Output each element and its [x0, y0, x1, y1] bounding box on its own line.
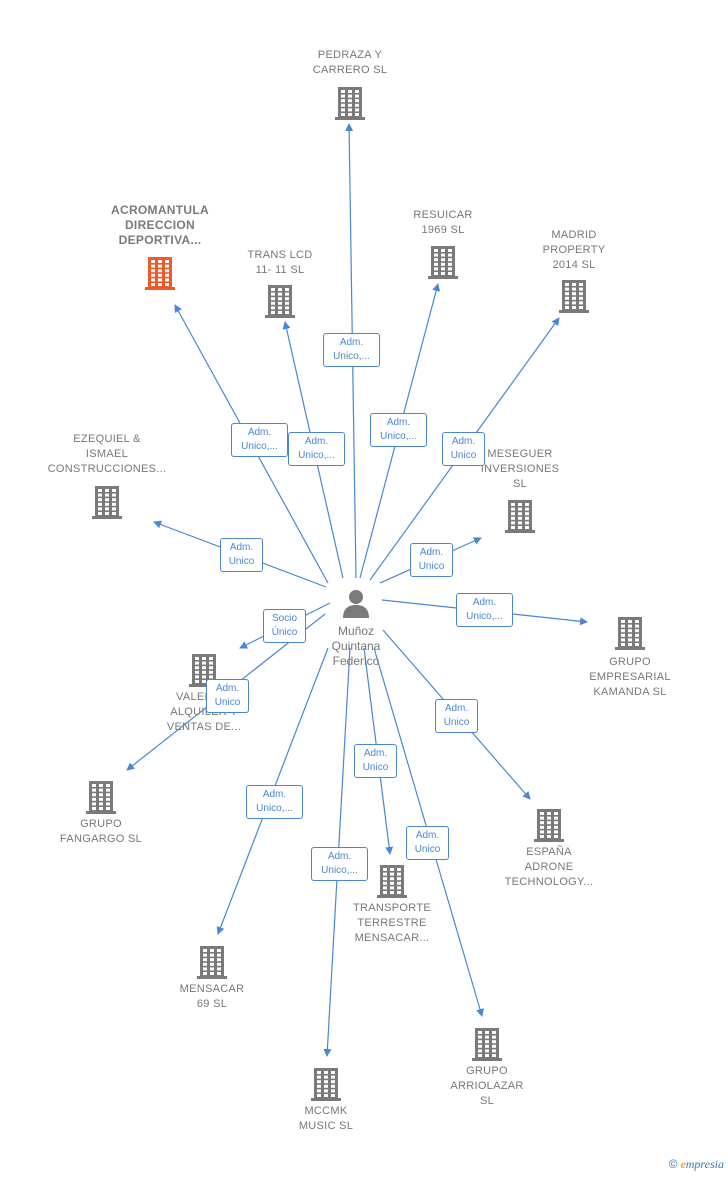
- building-icon: [334, 85, 366, 126]
- center-person-name: Muñoz Quintana Federico: [331, 624, 381, 668]
- copyright-symbol: ©: [668, 1157, 678, 1171]
- building-icon: [91, 484, 123, 525]
- role-badge-espana[interactable]: Adm.Unico: [435, 699, 478, 733]
- building-icon: [85, 779, 117, 820]
- role-badge-translcd[interactable]: Adm.Unico,...: [288, 432, 345, 466]
- role-badge-arriolazar[interactable]: Adm.Unico: [406, 826, 449, 860]
- building-icon: [504, 498, 536, 539]
- building-icon: [310, 1066, 342, 1107]
- role-badge-mensacar69[interactable]: Adm.Unico,...: [246, 785, 303, 819]
- role-badge-pedraza[interactable]: Adm.Unico,...: [323, 333, 380, 367]
- building-icon: [264, 283, 296, 324]
- building-icon: [614, 615, 646, 656]
- role-badge-kamanda[interactable]: Adm.Unico,...: [456, 593, 513, 627]
- building-icon: [558, 278, 590, 319]
- footer-brand[interactable]: © empresia: [669, 1157, 724, 1172]
- role-badge-madrid[interactable]: Adm.Unico: [442, 432, 485, 466]
- building-icon: [376, 863, 408, 904]
- brand-logo-text: mpresia: [685, 1157, 724, 1171]
- brand-logo-initial: e: [680, 1157, 686, 1171]
- role-badge-fangargo[interactable]: Adm.Unico: [206, 679, 249, 713]
- building-icon: [533, 807, 565, 848]
- building-icon: [427, 244, 459, 285]
- building-icon: [144, 255, 176, 296]
- role-badge-ezequiel[interactable]: Adm.Unico: [220, 538, 263, 572]
- role-badge-resuicar[interactable]: Adm.Unico,...: [370, 413, 427, 447]
- role-badge-mccmk[interactable]: Adm.Unico,...: [311, 847, 368, 881]
- building-icon: [196, 944, 228, 985]
- building-icon: [471, 1026, 503, 1067]
- role-badge-transporte[interactable]: Adm.Unico: [354, 744, 397, 778]
- role-badge-meseguer[interactable]: Adm.Unico: [410, 543, 453, 577]
- role-badge-acromantula[interactable]: Adm.Unico,...: [231, 423, 288, 457]
- person-icon: [343, 590, 369, 618]
